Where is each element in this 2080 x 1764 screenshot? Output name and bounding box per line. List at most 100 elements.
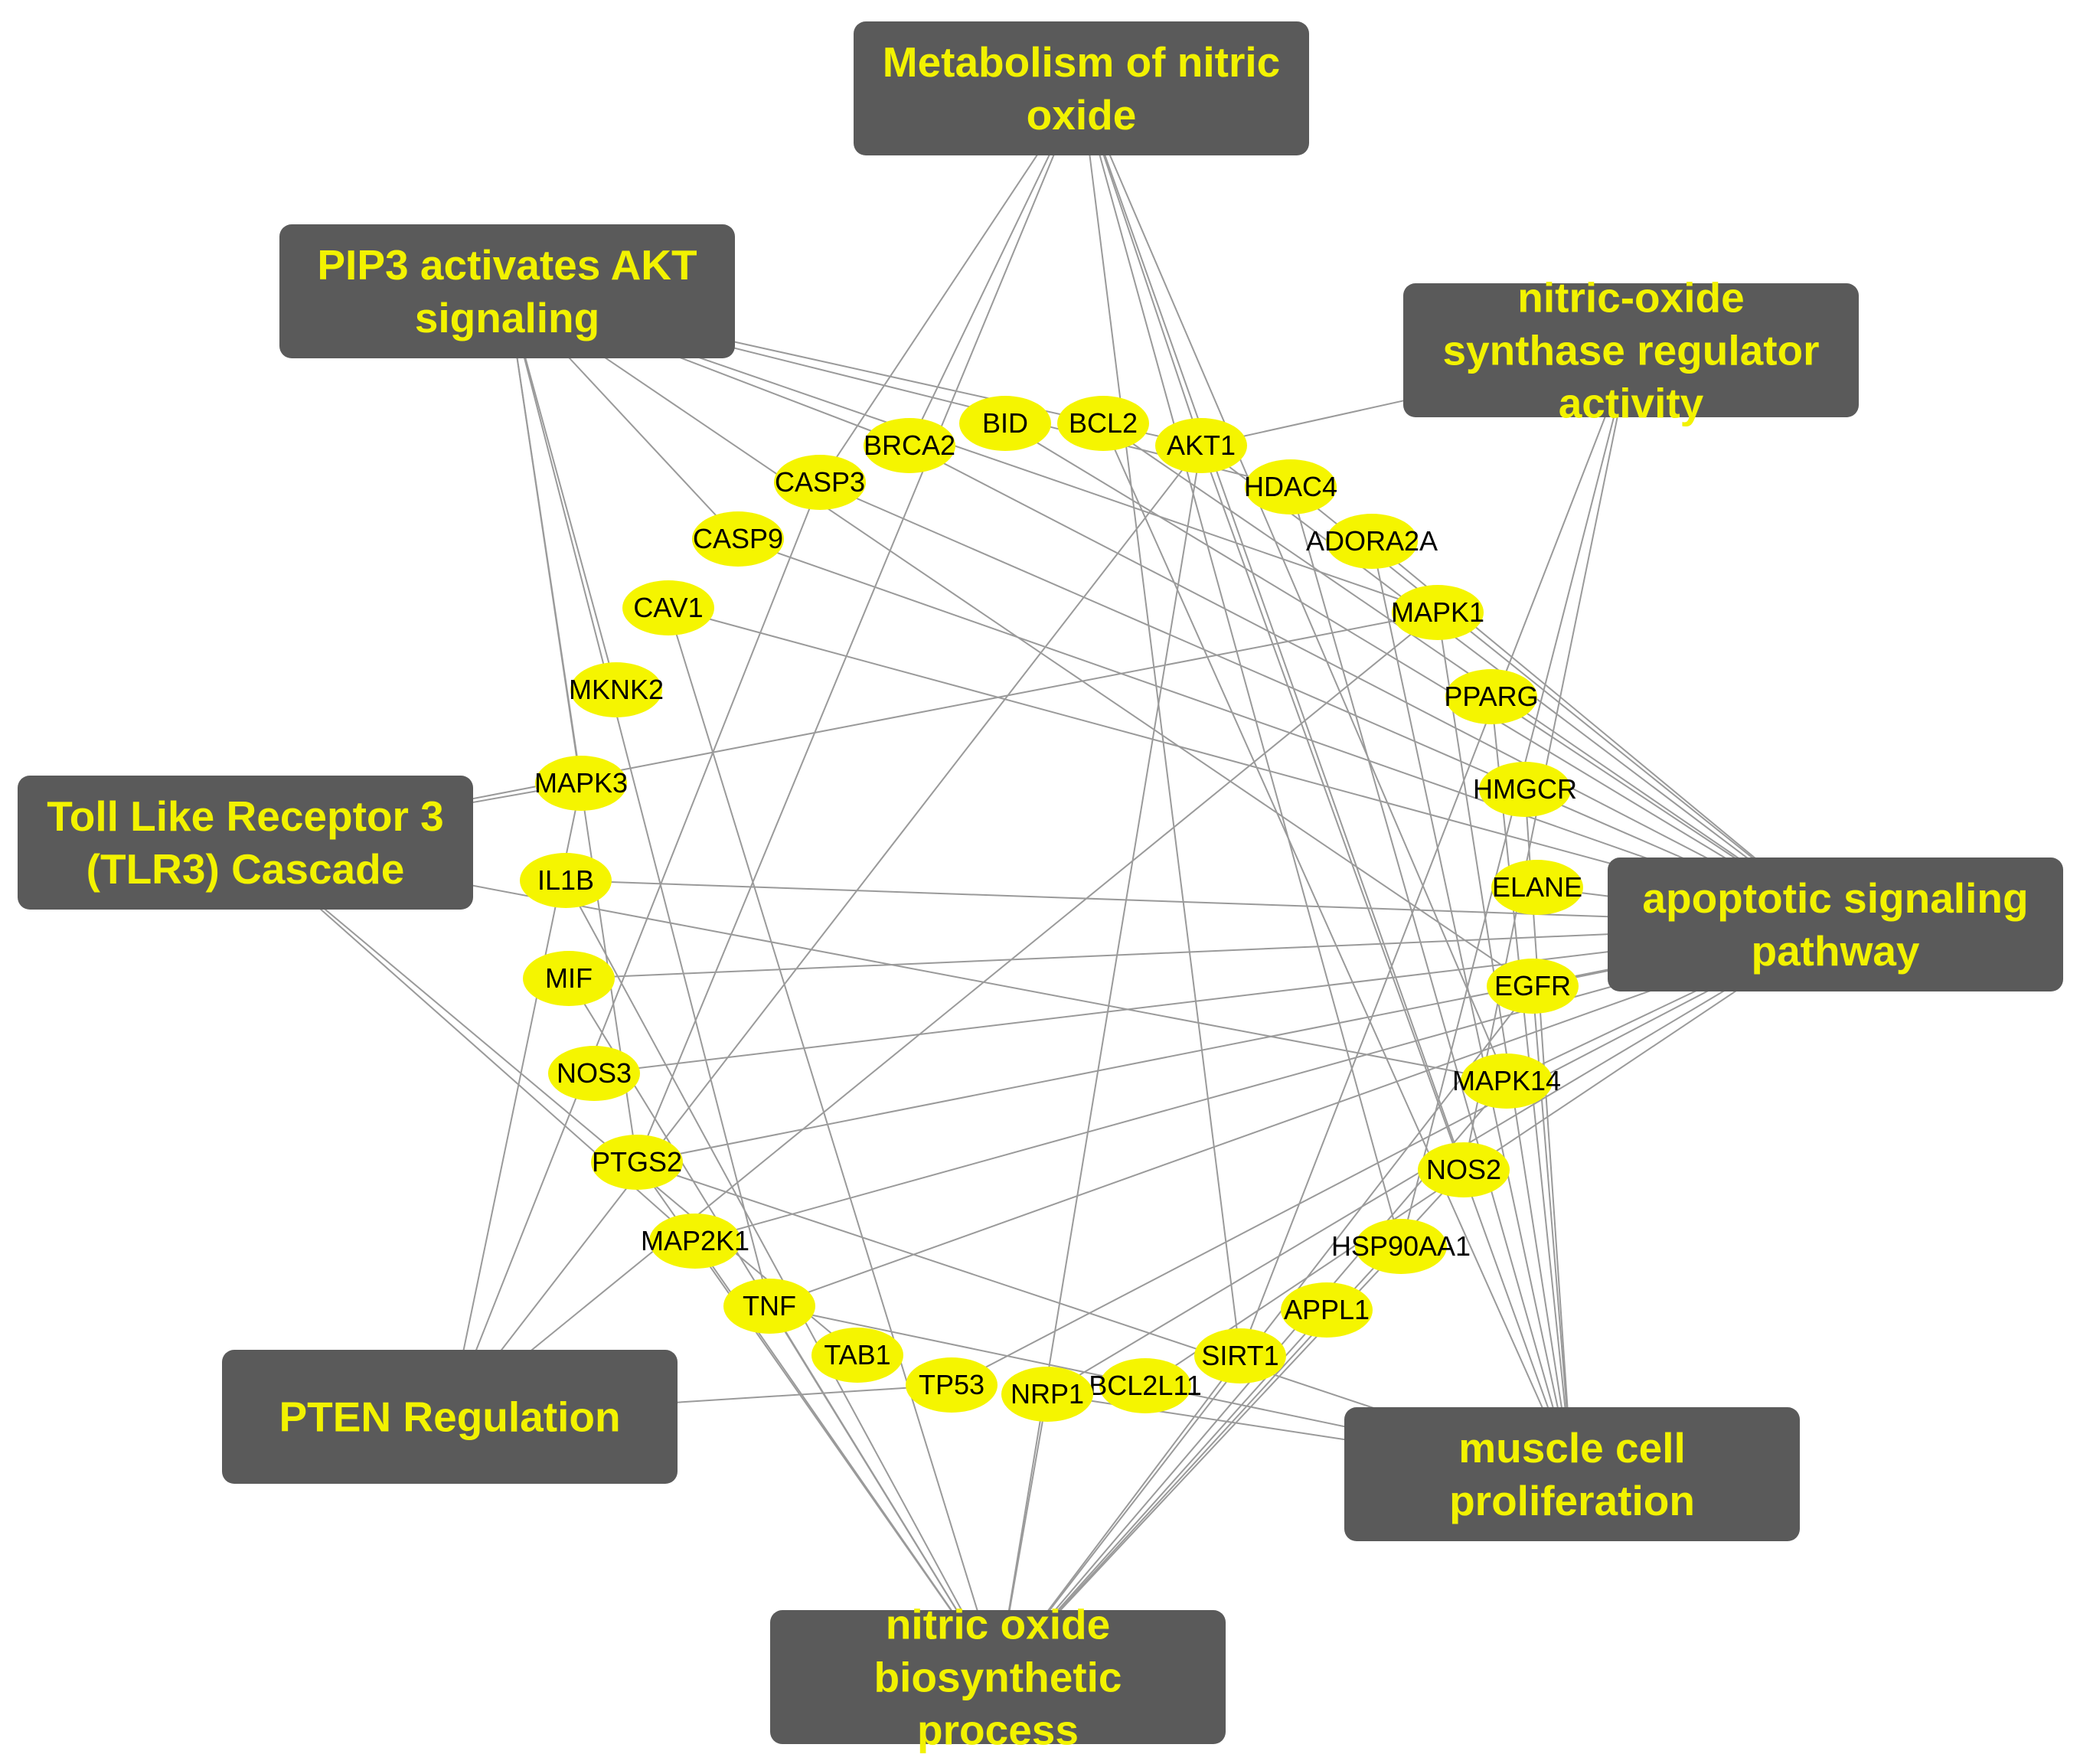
gene-label: IL1B [537,864,594,896]
gene-ellipse [774,455,866,510]
term-box [1403,283,1859,417]
gene-ellipse [1099,1358,1191,1413]
term-label-line: apoptotic signaling [1642,874,2028,922]
term-box [770,1610,1226,1744]
edge-no_bio-egfr [997,985,1533,1678]
edge-no_bio-akt1 [997,445,1202,1677]
gene-label: EGFR [1494,970,1571,1001]
edge-metabolism-nos2 [1080,88,1464,1171]
gene-node-bcl2l11: BCL2L11 [1089,1358,1202,1413]
gene-node-ptgs2: PTGS2 [591,1135,683,1190]
term-node-apoptotic: apoptotic signaling pathway [1608,858,2063,991]
edge-muscle-adora2a [1371,541,1573,1475]
term-label-line: synthase regulator [1442,327,1819,374]
gene-node-map2k1: MAP2K1 [641,1214,749,1269]
gene-node-nos2: NOS2 [1418,1142,1510,1197]
edge-pten-akt1 [449,445,1202,1418]
gene-node-adora2a: ADORA2A [1306,514,1438,569]
term-node-tlr3: Toll Like Receptor 3 (TLR3) Cascade [18,776,473,910]
gene-node-tnf: TNF [723,1279,815,1334]
edge-muscle-akt1 [1200,445,1573,1475]
term-label-line: pathway [1751,927,1919,975]
edge-tlr3-tab1 [244,841,858,1356]
term-node-muscle: muscle cell proliferation [1344,1407,1800,1541]
gene-ellipse [570,662,662,717]
gene-label: TAB1 [824,1339,890,1370]
term-label-line: process [917,1707,1079,1754]
gene-ellipse [548,1046,640,1101]
gene-label: CASP3 [775,466,865,498]
gene-ellipse [1487,959,1579,1014]
gene-node-egfr: EGFR [1487,959,1579,1014]
gene-node-nrp1: NRP1 [1001,1367,1093,1422]
gene-node-casp3: CASP3 [774,455,866,510]
gene-node-bid: BID [959,396,1051,451]
term-box [18,776,473,910]
edge-pten-mapk1 [449,612,1438,1418]
gene-node-nos3: NOS3 [548,1046,640,1101]
term-label-line: Toll Like Receptor 3 [47,792,444,840]
term-label-line: activity [1559,380,1704,427]
gene-node-tab1: TAB1 [811,1328,903,1383]
gene-label: NRP1 [1011,1378,1084,1410]
term-label-line: nitric oxide [886,1601,1110,1648]
term-label-line: muscle cell [1458,1424,1686,1472]
edge-apoptotic-tp53 [951,923,1836,1386]
term-label-line: (TLR3) Cascade [87,845,405,893]
gene-label: PPARG [1444,681,1538,712]
gene-ellipse [1326,514,1418,569]
gene-ellipse [622,580,714,635]
gene-node-hdac4: HDAC4 [1244,459,1337,514]
term-label-line: nitric-oxide [1517,274,1744,322]
term-node-nos_reg: nitric-oxide synthase regulator activity [1403,274,1859,427]
gene-ellipse [1245,459,1337,514]
term-box [1608,858,2063,991]
edge-muscle-mapk1 [1437,612,1573,1475]
gene-ellipse [906,1357,998,1413]
gene-label: NOS3 [557,1057,632,1089]
gene-ellipse [1355,1219,1447,1274]
gene-label: MAP2K1 [641,1225,749,1256]
term-node-no_bio: nitric oxide biosynthetic process [770,1601,1226,1754]
gene-label: BID [982,407,1028,439]
edge-metabolism-ptgs2 [636,88,1082,1163]
gene-node-mif: MIF [523,951,615,1006]
gene-node-casp9: CASP9 [692,511,784,567]
term-box [222,1350,678,1484]
term-label-line: PTEN Regulation [279,1393,620,1441]
gene-label: BCL2 [1069,407,1138,439]
gene-ellipse [1155,418,1247,473]
term-node-pten: PTEN Regulation [222,1350,678,1484]
gene-ellipse [1281,1282,1373,1338]
edge-metabolism-sirt1 [1080,88,1241,1357]
gene-ellipse [723,1279,815,1334]
gene-label: HMGCR [1473,773,1577,805]
term-label-line: biosynthetic [874,1654,1122,1701]
gene-node-elane: ELANE [1491,860,1583,915]
gene-label: MAPK14 [1452,1065,1561,1096]
gene-ellipse [1479,762,1571,817]
gene-node-sirt1: SIRT1 [1194,1328,1286,1383]
gene-label: HDAC4 [1244,471,1337,502]
gene-ellipse [1392,585,1484,640]
gene-node-tp53: TP53 [906,1357,998,1413]
gene-label: MKNK2 [569,674,664,705]
edge-nos_reg-nos2 [1463,350,1632,1171]
term-box [1344,1407,1800,1541]
term-box [854,21,1309,155]
gene-label: ADORA2A [1306,525,1438,557]
gene-node-il1b: IL1B [520,853,612,908]
gene-label: MIF [545,962,593,994]
gene-node-mknk2: MKNK2 [569,662,664,717]
gene-node-bcl2: BCL2 [1057,396,1149,451]
edge-apoptotic-bid [1004,423,1837,926]
term-box [279,224,735,358]
gene-ellipse [864,418,955,473]
gene-label: CAV1 [633,592,703,623]
gene-label: SIRT1 [1201,1340,1278,1371]
term-label-line: proliferation [1449,1477,1695,1524]
edge-pip3-tnf [506,291,770,1307]
